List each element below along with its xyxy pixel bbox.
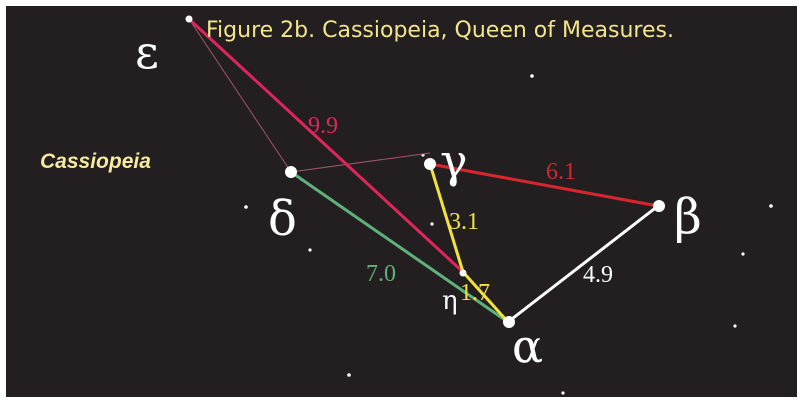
main-stars xyxy=(185,15,665,328)
background-star xyxy=(741,252,745,256)
line-eta-alpha xyxy=(461,270,510,324)
star-gamma xyxy=(424,158,436,170)
background-star xyxy=(244,205,248,209)
background-star xyxy=(733,324,737,328)
distance-label-alpha-beta: 4.9 xyxy=(583,262,613,288)
background-star xyxy=(530,74,534,78)
faint-line-delta-gamma xyxy=(290,152,431,173)
star-label-alpha: α xyxy=(512,319,543,373)
line-alpha-beta xyxy=(507,204,659,324)
star-alpha xyxy=(503,316,515,328)
star-label-delta: δ xyxy=(268,191,297,247)
background-star xyxy=(769,204,773,208)
star-label-gamma: γ xyxy=(440,134,468,188)
constellation-label: Cassiopeia xyxy=(40,150,151,173)
background-star xyxy=(347,373,351,377)
star-label-epsilon: ε xyxy=(135,25,159,79)
background-star xyxy=(308,248,312,252)
star-label-eta: η xyxy=(442,286,458,316)
line-epsilon-eta xyxy=(187,17,465,274)
star-beta xyxy=(653,200,665,212)
background-star xyxy=(561,391,565,395)
star-epsilon xyxy=(185,15,193,23)
star-label-beta: β xyxy=(674,189,702,245)
line-delta-alpha xyxy=(290,170,509,324)
distance-label-gamma-eta: 3.1 xyxy=(449,209,479,235)
faint-line-epsilon-delta xyxy=(188,18,292,173)
line-gamma-beta xyxy=(429,162,659,208)
night-sky-background xyxy=(6,6,797,397)
line-gamma-eta xyxy=(428,163,465,273)
distance-label-eta-alpha: 1.7 xyxy=(460,280,490,306)
distance-label-delta-alpha: 7.0 xyxy=(366,261,396,287)
distance-label-epsilon-eta: 9.9 xyxy=(308,113,338,139)
figure-title: Figure 2b. Cassiopeia, Queen of Measures… xyxy=(206,18,674,43)
star-delta xyxy=(285,166,297,178)
background-star xyxy=(430,222,434,226)
star-eta xyxy=(459,269,467,277)
distance-label-gamma-beta: 6.1 xyxy=(546,159,576,185)
